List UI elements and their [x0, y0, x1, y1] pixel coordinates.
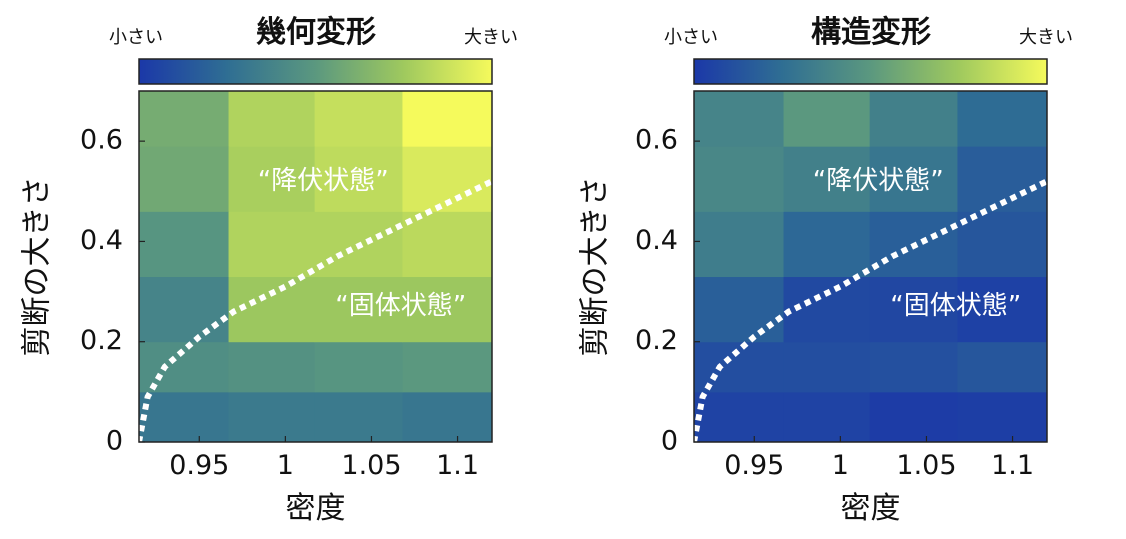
x-tick-label: 1.05 — [896, 450, 956, 481]
heatmap-cell — [957, 276, 1048, 343]
heatmap-cell — [314, 91, 403, 147]
heatmap-cell — [402, 91, 493, 147]
heatmap-cell — [694, 146, 785, 212]
heatmap-cell — [228, 341, 316, 393]
heatmap-cell — [139, 211, 230, 278]
heatmap-cell — [783, 211, 871, 278]
heatmap-cell — [694, 391, 785, 443]
colorbar-min-label: 小さい — [664, 27, 718, 48]
colorbar — [693, 58, 1048, 85]
colorbar — [138, 58, 493, 85]
colorbar-max-label: 大きい — [464, 27, 518, 48]
y-tick-label: 0.4 — [635, 225, 678, 256]
x-tick-label: 0.95 — [724, 450, 784, 481]
heatmap-cell — [402, 341, 493, 393]
heatmap-cell — [402, 211, 493, 278]
heatmap-cell — [783, 391, 871, 443]
heatmap-cell — [869, 91, 958, 147]
region-annotation: “降伏状態” — [258, 166, 389, 196]
y-tick-label: 0.2 — [635, 325, 678, 356]
heatmap-cell — [957, 91, 1048, 147]
heatmap-cell — [228, 391, 316, 443]
plot-frame — [138, 90, 493, 443]
heatmap-panel-1: “降伏状態” “固体状態” 0.95 1 1.05 1.1 0 0.2 0.4 0.6 密度 剪断の大… — [20, 15, 519, 526]
heatmap-panel-2: “降伏状態” “固体状態” 0.95 1 1.05 1.1 0 0.2 0.4 0.6 密度 剪断の大… — [578, 15, 1074, 526]
heatmap-cell — [402, 276, 493, 343]
x-tick-label: 1 — [277, 450, 294, 481]
heatmap-cell — [402, 391, 493, 443]
y-tick-label: 0.6 — [80, 125, 123, 156]
heatmap-cell — [314, 146, 403, 212]
chart-title: 幾何変形 — [256, 15, 376, 50]
y-tick-label: 0 — [106, 426, 123, 457]
heatmap-cell — [139, 276, 230, 343]
chart-title: 構造変形 — [811, 15, 931, 50]
heatmap-cell — [314, 341, 403, 393]
heatmap-cell — [228, 91, 316, 147]
x-tick-label: 1.1 — [991, 450, 1034, 481]
heatmap-cell — [869, 146, 958, 212]
y-axis-label: 剪断の大きさ — [20, 177, 55, 357]
colorbar-max-label: 大きい — [1019, 27, 1073, 48]
heatmap-cell — [869, 276, 958, 343]
y-axis-label: 剪断の大きさ — [578, 177, 613, 357]
heatmap-cell — [869, 391, 958, 443]
heatmap-cell — [869, 341, 958, 393]
y-tick-label: 0 — [661, 426, 678, 457]
heatmap-cell — [139, 146, 230, 212]
region-annotation: “固体状態” — [890, 291, 1021, 321]
x-tick-label: 1.05 — [341, 450, 401, 481]
x-tick-label: 1 — [832, 450, 849, 481]
heatmap-cell — [139, 391, 230, 443]
heatmap-cell — [139, 91, 230, 147]
heatmap-cell — [783, 91, 871, 147]
heatmap-cell — [314, 276, 403, 343]
y-tick-label: 0.2 — [80, 325, 123, 356]
heatmap-cell — [228, 211, 316, 278]
x-tick-label: 0.95 — [169, 450, 229, 481]
heatmap-cell — [957, 341, 1048, 393]
heatmap-cell — [783, 341, 871, 393]
heatmap-cell — [957, 211, 1048, 278]
region-annotation: “固体状態” — [335, 291, 466, 321]
y-tick-label: 0.6 — [635, 125, 678, 156]
x-axis-label: 密度 — [841, 491, 901, 526]
heatmap-cell — [694, 276, 785, 343]
x-tick-label: 1.1 — [436, 450, 479, 481]
x-axis-label: 密度 — [286, 491, 346, 526]
heatmap-cell — [957, 391, 1048, 443]
heatmap-cell — [314, 391, 403, 443]
plot-frame — [693, 90, 1048, 443]
heatmap-cell — [694, 91, 785, 147]
heatmap-cell — [694, 211, 785, 278]
heatmap-cell — [228, 146, 316, 212]
colorbar-min-label: 小さい — [109, 27, 163, 48]
y-tick-label: 0.4 — [80, 225, 123, 256]
region-annotation: “降伏状態” — [813, 166, 944, 196]
heatmap-cell — [783, 146, 871, 212]
